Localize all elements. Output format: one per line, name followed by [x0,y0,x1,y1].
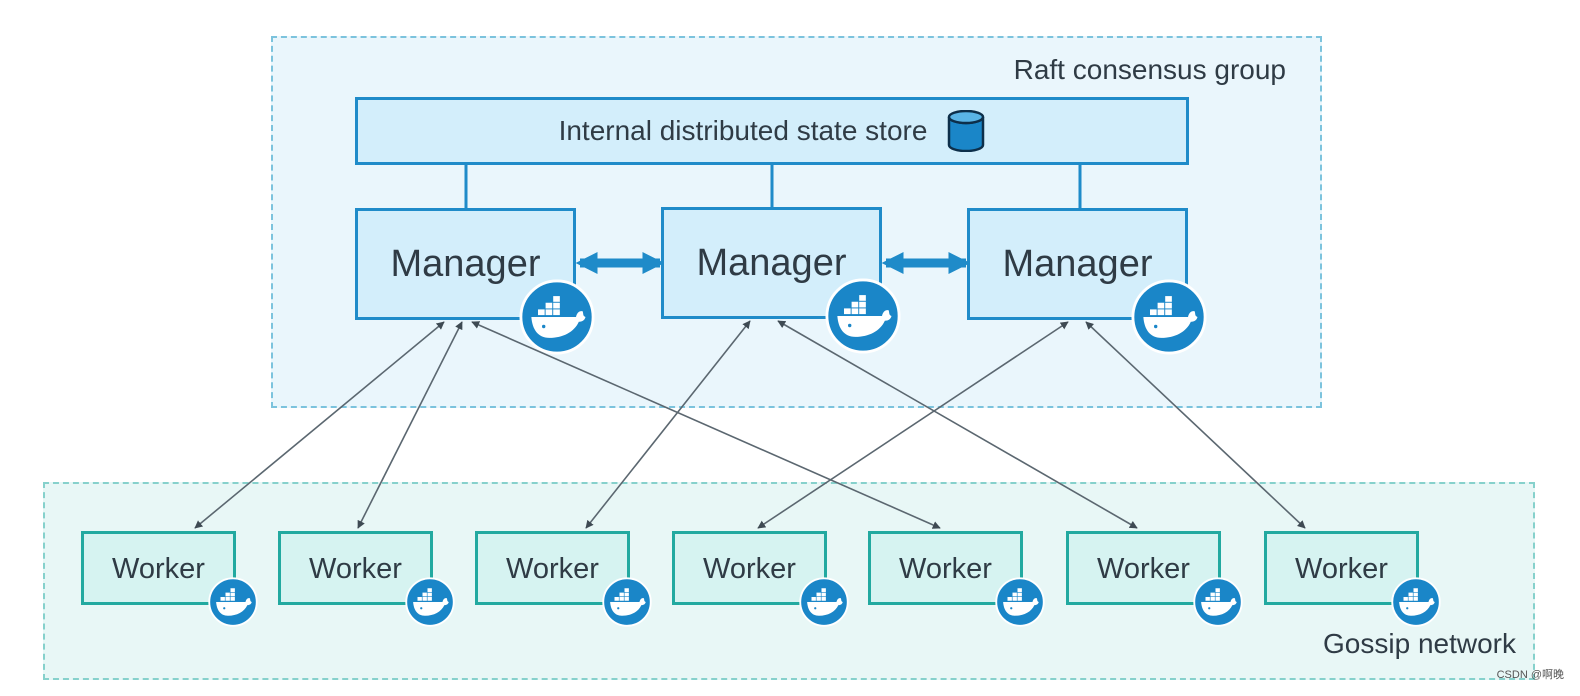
gossip-network-label: Gossip network [1323,628,1516,659]
docker-whale-icon [519,279,595,355]
docker-whale-icon [405,577,455,627]
worker-label: Worker [309,553,402,585]
docker-whale-icon [799,577,849,627]
manager-label: Manager [390,243,541,285]
manager-2-worker-3-link [585,320,751,529]
worker-label: Worker [1097,553,1190,585]
manager-label: Manager [696,242,847,284]
manager-1-worker-2-link [357,321,463,529]
manager-node: Manager [661,207,882,319]
manager-node: Manager [967,208,1188,320]
manager-1-worker-1-link [194,321,445,529]
manager-label: Manager [1002,243,1153,285]
worker-node: Worker [672,531,827,605]
docker-whale-icon [602,577,652,627]
docker-whale-icon [995,577,1045,627]
state-store-label: Internal distributed state store [558,115,928,146]
docker-whale-icon [1391,577,1441,627]
watermark-credit: CSDN @啊晚 [1496,669,1564,681]
manager-3-worker-4-link [757,321,1069,529]
worker-label: Worker [112,553,205,585]
worker-label: Worker [703,553,796,585]
distributed-state-store: Internal distributed state store [355,97,1189,165]
raft-group-label: Raft consensus group [1013,54,1286,85]
docker-whale-icon [825,278,901,354]
docker-whale-icon [1193,577,1243,627]
worker-node: Worker [868,531,1023,605]
worker-label: Worker [899,553,992,585]
worker-node: Worker [475,531,630,605]
docker-whale-icon [1131,279,1207,355]
worker-node: Worker [81,531,236,605]
worker-node: Worker [1264,531,1419,605]
docker-whale-icon [208,577,258,627]
worker-node: Worker [278,531,433,605]
manager-worker-links [194,320,1306,529]
database-icon [948,110,985,152]
worker-label: Worker [506,553,599,585]
manager-node: Manager [355,208,576,320]
manager-3-worker-7-link [1085,321,1306,529]
worker-node: Worker [1066,531,1221,605]
worker-label: Worker [1295,553,1388,585]
